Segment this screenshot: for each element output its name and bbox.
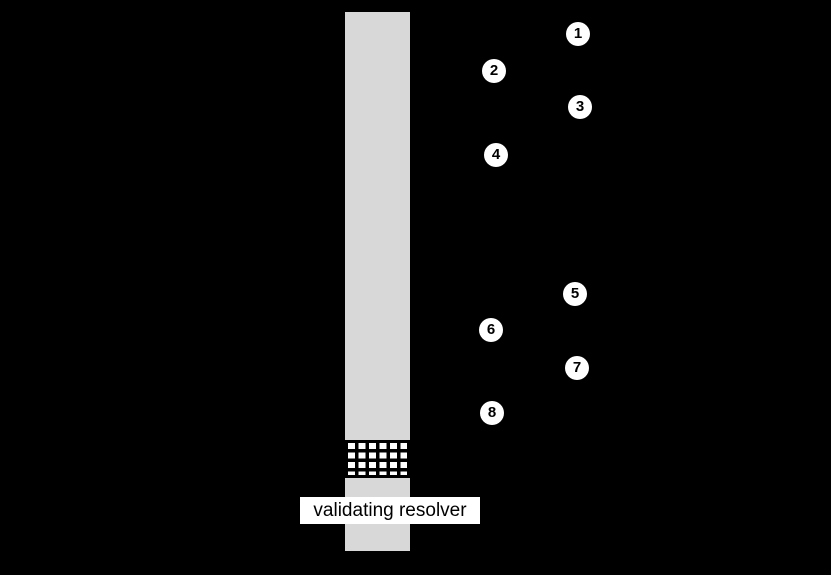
step-marker-7: 7 <box>565 356 589 380</box>
step-marker-5: 5 <box>563 282 587 306</box>
step-marker-4: 4 <box>484 143 508 167</box>
step-marker-3: 3 <box>568 95 592 119</box>
step-marker-8: 8 <box>480 401 504 425</box>
step-marker-1: 1 <box>566 22 590 46</box>
validating-resolver-label: validating resolver <box>300 497 480 524</box>
step-marker-2: 2 <box>482 59 506 83</box>
lifeline-hatch-grid <box>345 440 410 478</box>
step-marker-6: 6 <box>479 318 503 342</box>
